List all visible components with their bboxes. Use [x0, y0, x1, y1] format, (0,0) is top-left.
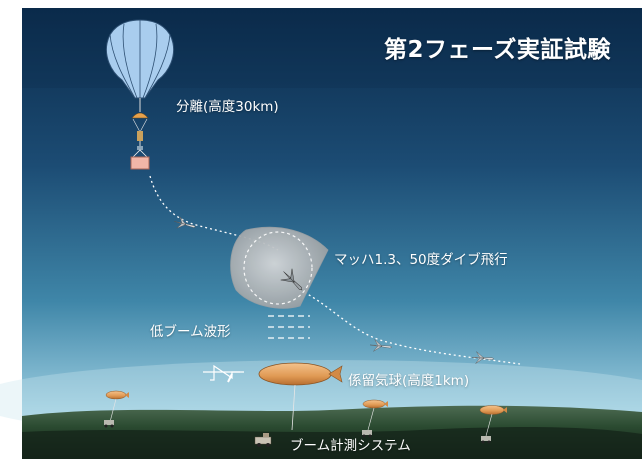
jet-icon-dive: [280, 268, 303, 291]
flight-path-upper: [149, 175, 279, 251]
jet-icon-lower-1: [370, 339, 393, 352]
ground-vehicle-icon-right: [481, 436, 491, 444]
tethered-blimp-icon-left: [105, 390, 129, 423]
gondola-icon: [130, 141, 150, 170]
flight-path-lower: [299, 289, 521, 365]
stratospheric-balloon-icon: [106, 19, 174, 112]
ground-foreground: [22, 427, 642, 459]
boom-measurement-system-label: ブーム計測システム: [290, 438, 411, 454]
jet-icon-lower-2: [472, 351, 495, 364]
separation-label: 分離(高度30km): [176, 99, 279, 115]
n-wave-icon: [203, 364, 244, 383]
tethered-blimp-icon-right: [479, 405, 507, 437]
tethered-blimp-icon-main: [258, 362, 343, 431]
low-boom-waveform-label: 低ブーム波形: [150, 324, 231, 340]
tethered-blimp-icon-center: [362, 399, 388, 431]
parachute-icon: [131, 112, 149, 141]
ground-vehicle-icon-center: [254, 433, 272, 447]
diagram-title: 第2フェーズ実証試験: [384, 37, 611, 63]
tethered-balloon-label: 係留気球(高度1km): [348, 373, 470, 389]
boom-cone: [230, 226, 329, 309]
ground-vehicle-icon-center2: [362, 430, 372, 438]
dive-flight-label: マッハ1.3、50度ダイブ飛行: [334, 252, 508, 268]
ground-vehicle-icon-left: [104, 420, 114, 428]
low-boom-waveform-marks: [268, 315, 310, 339]
jet-icon-upper: [174, 216, 197, 229]
